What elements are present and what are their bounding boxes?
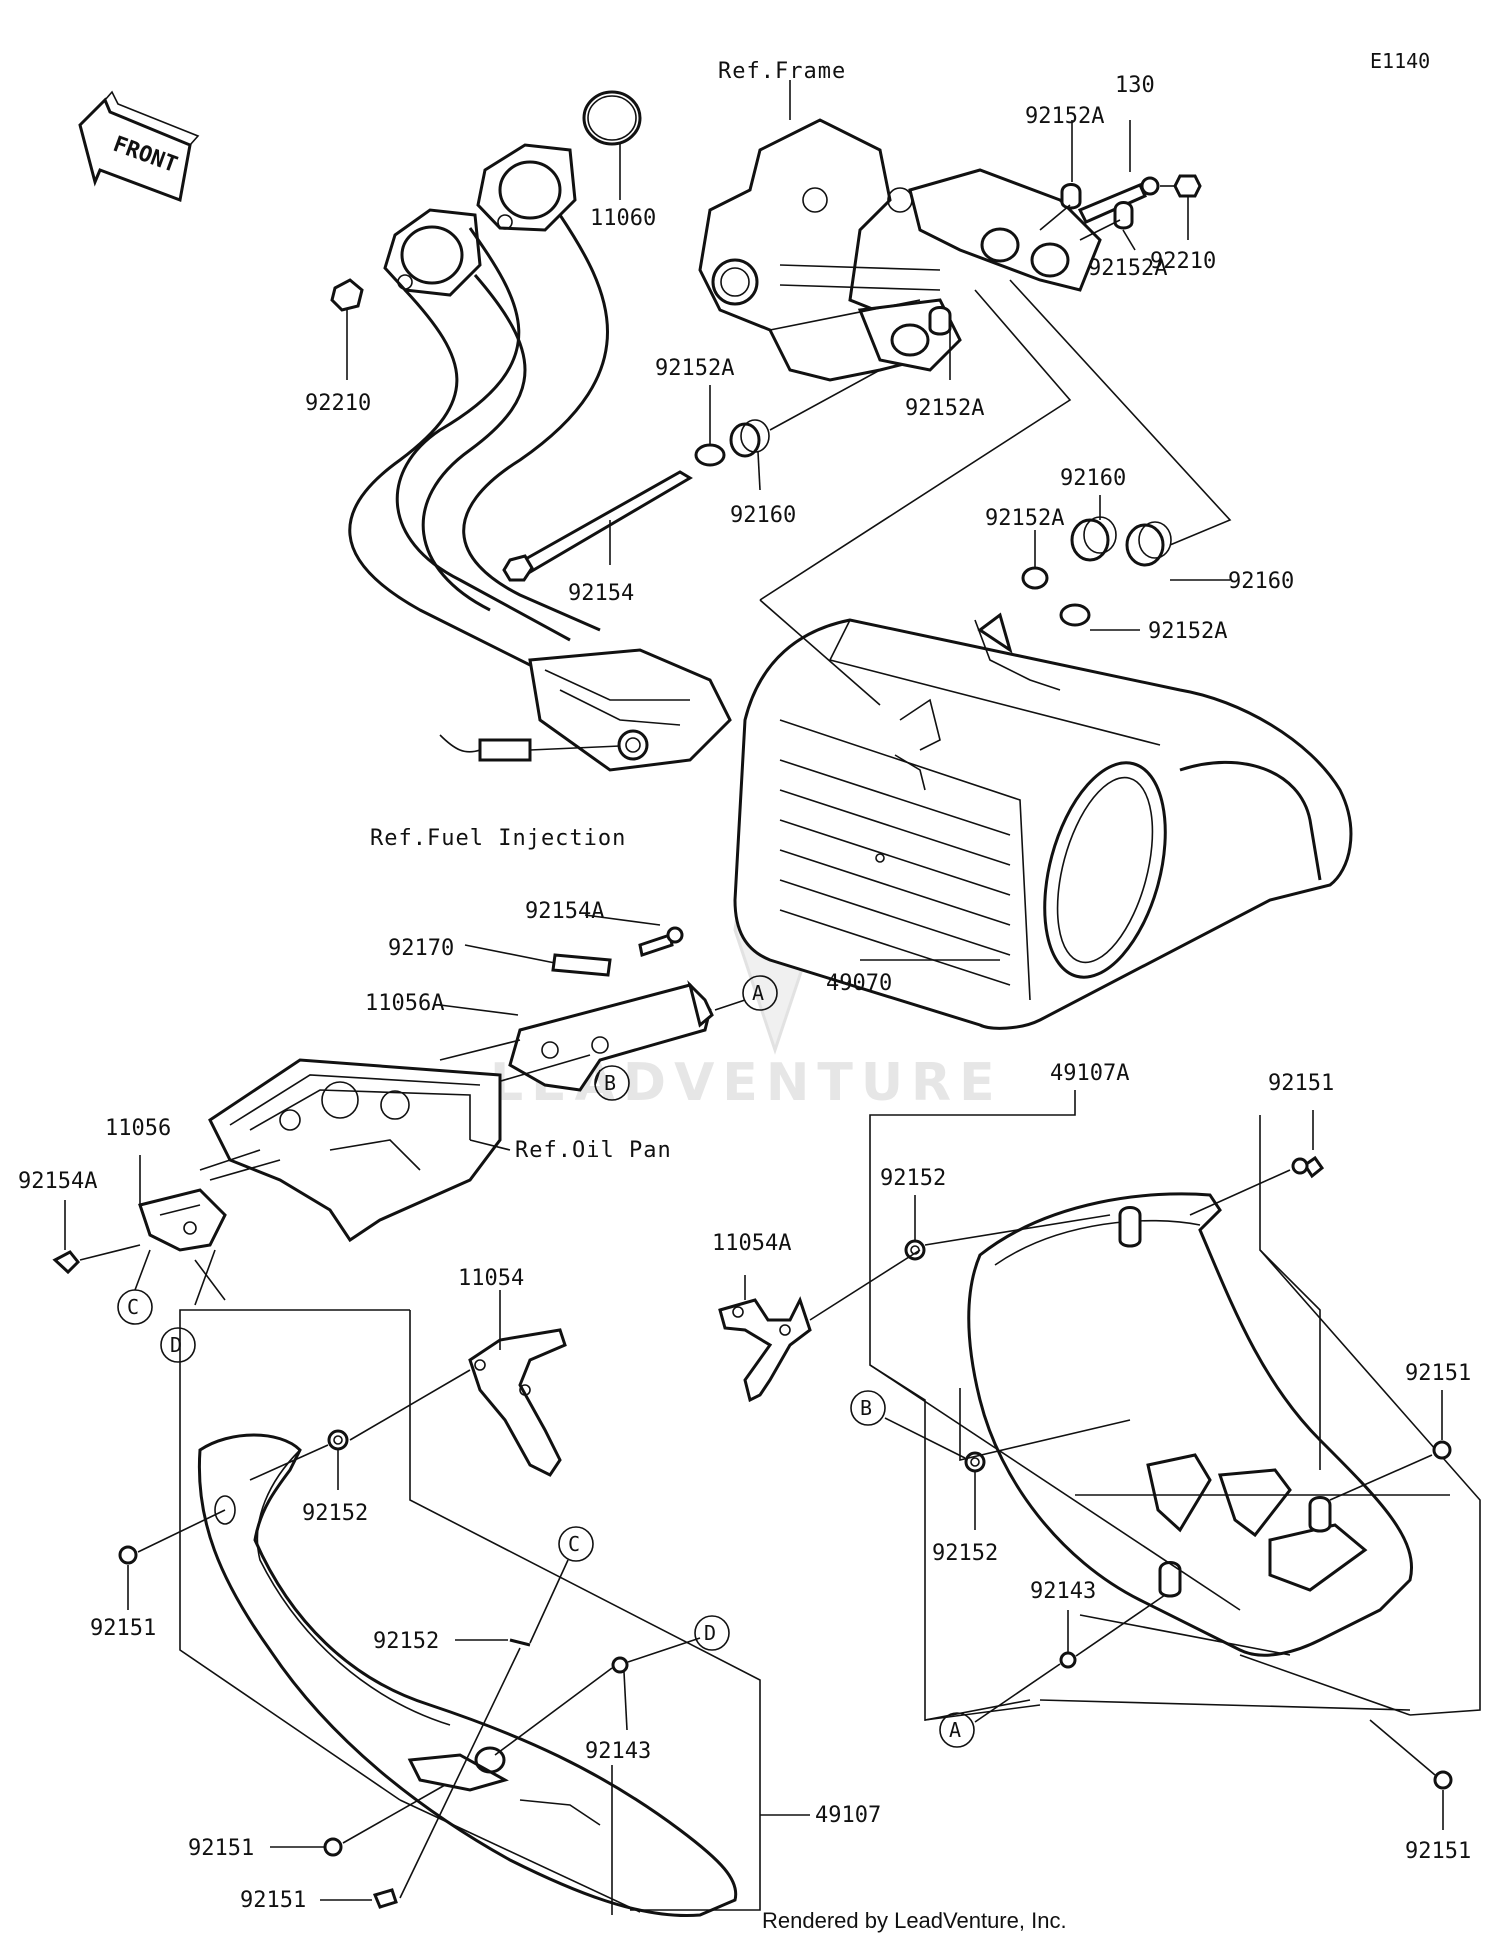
bolt-assembly-left <box>502 369 881 582</box>
part-92154A-upper[interactable]: 92154A <box>525 899 604 924</box>
ref-frame[interactable]: Ref.Frame <box>718 59 846 84</box>
part-92152A-grommet[interactable]: 92152A <box>985 506 1064 531</box>
screw-92151-bottom-left <box>270 1784 446 1857</box>
muffler-49070 <box>733 612 1353 1030</box>
part-92152A-right[interactable]: 92152A <box>1088 256 1167 281</box>
part-92152-left[interactable]: 92152 <box>302 1501 368 1526</box>
part-92152-right-upper[interactable]: 92152 <box>880 1166 946 1191</box>
screw-92151-left <box>118 1509 226 1610</box>
ref-fuel-injection[interactable]: Ref.Fuel Injection <box>370 826 626 851</box>
hardware-top-right <box>1039 120 1202 251</box>
part-92160-left[interactable]: 92160 <box>730 503 796 528</box>
svg-text:D: D <box>170 1333 182 1357</box>
callout-circle-d-left: D <box>160 1327 196 1363</box>
svg-text:C: C <box>127 1295 139 1319</box>
part-11060[interactable]: 11060 <box>590 206 656 231</box>
part-11056[interactable]: 11056 <box>105 1116 171 1141</box>
leaders-49107A <box>869 1090 1481 1721</box>
part-11054A[interactable]: 11054A <box>712 1231 791 1256</box>
washer-92143-right <box>974 1594 1166 1723</box>
bracket-11054 <box>349 1290 567 1477</box>
bracket-11054A <box>718 1249 921 1403</box>
mount-leaders <box>759 279 1232 706</box>
callout-circle-b-right: B <box>850 1390 886 1426</box>
nut-92210-left <box>330 278 364 380</box>
part-92152A-left[interactable]: 92152A <box>655 356 734 381</box>
part-92143-right[interactable]: 92143 <box>1030 1579 1096 1604</box>
part-92143-left[interactable]: 92143 <box>585 1739 651 1764</box>
part-92152-b[interactable]: 92152 <box>932 1541 998 1566</box>
part-49107[interactable]: 49107 <box>815 1803 881 1828</box>
part-92151-left[interactable]: 92151 <box>90 1616 156 1641</box>
svg-text:A: A <box>949 1718 961 1742</box>
callout-circle-a-top: A <box>742 975 778 1011</box>
heat-guard-49107 <box>197 1433 738 1918</box>
frame-bracket <box>698 80 1102 382</box>
callout-circle-a-right: A <box>939 1712 975 1748</box>
heat-guard-49107A <box>967 1192 1450 1657</box>
svg-text:B: B <box>860 1396 872 1420</box>
diagram-code: E1140 <box>1370 49 1430 73</box>
svg-text:D: D <box>704 1621 716 1645</box>
screw-92151-top-right <box>1189 1110 1325 1216</box>
part-92151-bottom[interactable]: 92151 <box>240 1888 306 1913</box>
washer-92152-left <box>249 1429 349 1490</box>
grommets-right <box>1021 495 1230 631</box>
washer-92143-left <box>494 1637 701 1756</box>
bracket-11056 <box>52 1149 281 1306</box>
svg-text:B: B <box>604 1071 616 1095</box>
front-arrow-icon: FRONT <box>78 90 200 203</box>
part-49070[interactable]: 49070 <box>826 971 892 996</box>
oil-pan <box>208 1058 511 1243</box>
part-92151-mid-right[interactable]: 92151 <box>1405 1361 1471 1386</box>
svg-text:C: C <box>568 1532 580 1556</box>
part-92210-right[interactable]: 92210 <box>1150 249 1216 274</box>
part-11054[interactable]: 11054 <box>458 1266 524 1291</box>
washer-92152-right-upper <box>904 1195 1111 1261</box>
callout-circle-d-bottom: D <box>694 1615 730 1651</box>
part-92170[interactable]: 92170 <box>388 936 454 961</box>
part-92151-top-right[interactable]: 92151 <box>1268 1071 1334 1096</box>
gasket-ring-11060 <box>582 90 642 200</box>
clip-92152-c <box>399 1559 569 1899</box>
part-92151-bottom-left[interactable]: 92151 <box>188 1836 254 1861</box>
part-49107A[interactable]: 49107A <box>1050 1061 1129 1086</box>
part-92160-top-right[interactable]: 92160 <box>1060 466 1126 491</box>
exhaust-header-pipes <box>348 214 732 772</box>
part-92151-bottom-right[interactable]: 92151 <box>1405 1839 1471 1864</box>
bracket-11056A <box>439 914 746 1092</box>
part-92152A-mid[interactable]: 92152A <box>905 396 984 421</box>
oxygen-sensor <box>439 734 621 762</box>
washer-92152-b <box>884 1417 986 1530</box>
screw-92151-mid-right <box>1329 1390 1452 1501</box>
ref-oil-pan[interactable]: Ref.Oil Pan <box>515 1138 672 1163</box>
svg-text:A: A <box>752 981 764 1005</box>
part-92160-right[interactable]: 92160 <box>1228 569 1294 594</box>
part-92152A-top[interactable]: 92152A <box>1025 104 1104 129</box>
part-92154[interactable]: 92154 <box>568 581 634 606</box>
part-92152-c[interactable]: 92152 <box>373 1629 439 1654</box>
callout-circle-c-left: C <box>117 1289 153 1325</box>
callout-circle-c-bottom: C <box>558 1526 594 1562</box>
leaders-49107 <box>179 1309 810 1913</box>
front-arrow-label: FRONT <box>110 132 181 178</box>
header-flanges <box>383 143 577 297</box>
part-130[interactable]: 130 <box>1115 73 1155 98</box>
screw-92151-bottom-right <box>1369 1719 1453 1830</box>
collar-frame-lower <box>928 306 952 380</box>
callout-circle-b-top: B <box>594 1065 630 1101</box>
part-11056A[interactable]: 11056A <box>365 991 444 1016</box>
part-92210-left[interactable]: 92210 <box>305 391 371 416</box>
part-92152A-lower-right[interactable]: 92152A <box>1148 619 1227 644</box>
screw-92151-bottom <box>320 1888 398 1909</box>
rendered-by-footer: Rendered by LeadVenture, Inc. <box>762 1908 1067 1933</box>
part-92154A-lower[interactable]: 92154A <box>18 1169 97 1194</box>
